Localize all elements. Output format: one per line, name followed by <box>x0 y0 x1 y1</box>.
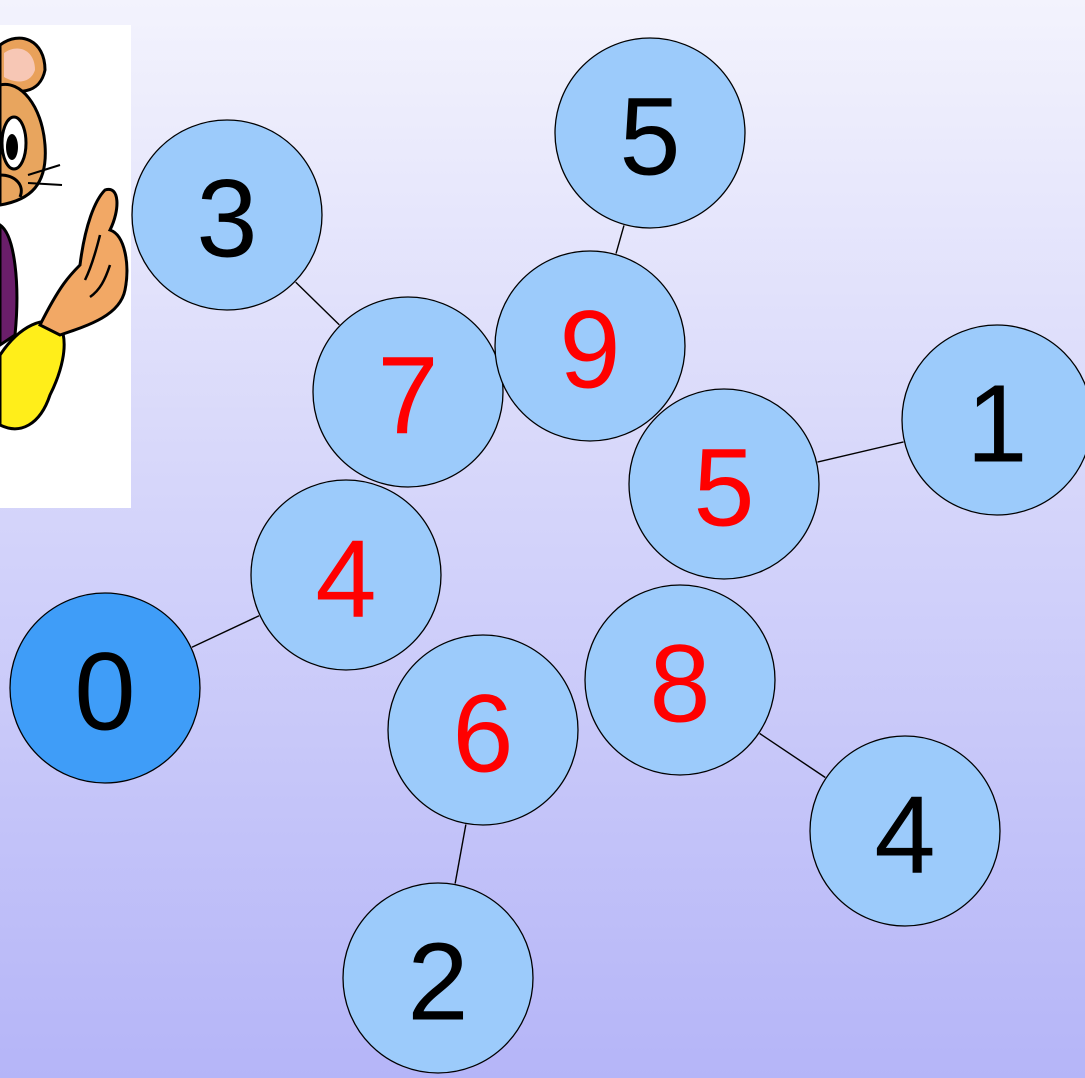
outer-node-circle <box>9 592 201 784</box>
edge-outer-2-inner-6 <box>454 824 467 884</box>
outer-node-circle <box>342 882 534 1074</box>
inner-node-circle <box>584 584 776 776</box>
inner-node-4: 4 <box>250 479 442 671</box>
mascot-image <box>0 25 131 508</box>
outer-node-1: 1 <box>901 324 1085 516</box>
inner-node-circle <box>494 250 686 442</box>
inner-node-6: 6 <box>387 634 579 826</box>
inner-node-circle <box>250 479 442 671</box>
inner-node-label: 4 <box>315 518 376 641</box>
inner-node-circle <box>628 388 820 580</box>
outer-node-5: 5 <box>554 37 746 229</box>
inner-node-label: 5 <box>693 427 754 550</box>
inner-node-circle <box>312 296 504 488</box>
outer-node-2: 2 <box>342 882 534 1074</box>
edge-outer-1-inner-5 <box>817 441 904 463</box>
cartoon-cat-icon <box>0 36 129 431</box>
outer-node-label: 1 <box>966 363 1027 486</box>
inner-node-9: 9 <box>494 250 686 442</box>
inner-node-label: 7 <box>377 335 438 458</box>
inner-node-7: 7 <box>312 296 504 488</box>
outer-node-circle <box>131 119 323 311</box>
outer-node-0: 0 <box>9 592 201 784</box>
outer-node-circle <box>901 324 1085 516</box>
inner-node-5: 5 <box>628 388 820 580</box>
inner-node-8: 8 <box>584 584 776 776</box>
edge-outer-0-inner-4 <box>191 615 260 648</box>
outer-node-label: 2 <box>407 921 468 1044</box>
outer-node-label: 0 <box>74 631 135 754</box>
outer-node-label: 3 <box>196 158 257 281</box>
edge-outer-5-inner-9 <box>615 225 625 254</box>
inner-node-circle <box>387 634 579 826</box>
inner-node-label: 6 <box>452 673 513 796</box>
outer-node-circle <box>809 735 1001 927</box>
outer-node-label: 5 <box>619 76 680 199</box>
edge-outer-4-inner-8 <box>759 732 826 779</box>
inner-node-label: 8 <box>649 623 710 746</box>
outer-node-circle <box>554 37 746 229</box>
outer-node-3: 3 <box>131 119 323 311</box>
outer-node-4: 4 <box>809 735 1001 927</box>
inner-node-label: 9 <box>559 289 620 412</box>
edge-outer-3-inner-7 <box>295 281 340 326</box>
outer-node-label: 4 <box>874 774 935 897</box>
